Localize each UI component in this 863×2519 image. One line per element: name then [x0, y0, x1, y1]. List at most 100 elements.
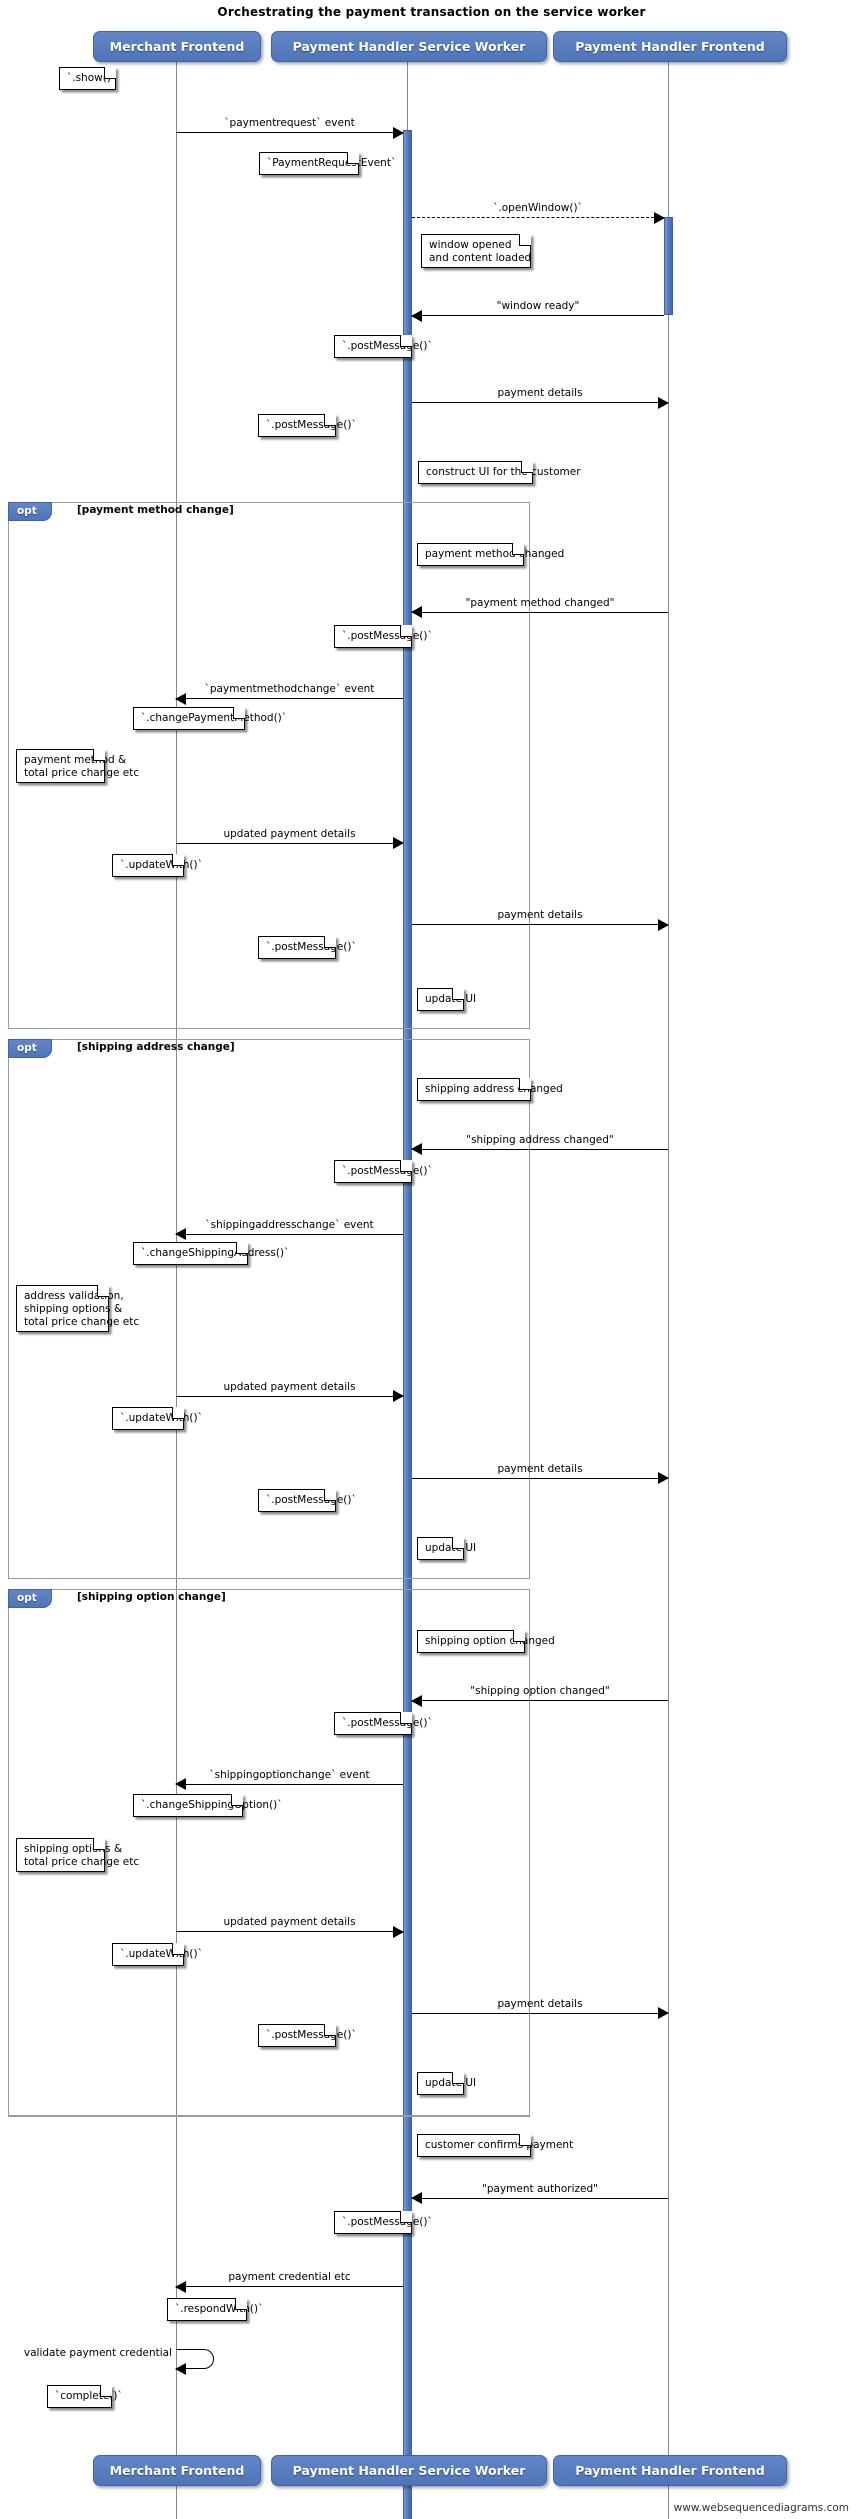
arrowhead-left-icon	[411, 606, 422, 619]
note-post-message-5: `.postMessage()`	[334, 1160, 433, 1184]
message-line	[412, 2012, 668, 2014]
message-label: updated payment details	[223, 1380, 356, 1393]
message-label: payment details	[497, 1997, 583, 2010]
message-paymentrequest-event[interactable]: `paymentrequest` event	[176, 117, 404, 139]
actor-header-payment-handler-frontend[interactable]: Payment Handler Frontend	[553, 31, 787, 62]
actor-footer-payment-handler-service-worker[interactable]: Payment Handler Service Worker	[271, 2455, 547, 2486]
message-paymentmethodchange-event[interactable]: `paymentmethodchange` event	[175, 683, 403, 705]
message-label: payment details	[497, 909, 583, 922]
diagram-title: Orchestrating the payment transaction on…	[217, 5, 646, 19]
message-line	[412, 402, 668, 404]
message-line	[176, 1233, 403, 1235]
message-payment-details-2[interactable]: payment details	[412, 1463, 669, 1485]
note-change-payment-method: `.changePaymentMethod()`	[133, 706, 287, 730]
watermark-link[interactable]: www.websequencediagrams.com	[673, 2502, 849, 2514]
arrowhead-left-icon	[411, 1694, 422, 1707]
note-payment-request-event: `PaymentRequestEvent`	[259, 151, 396, 175]
note-construct-ui: construct UI for the customer	[418, 461, 581, 485]
message-label: "window ready"	[496, 300, 580, 313]
message-label: validate payment credential	[23, 2346, 172, 2359]
note-post-message-3: `.postMessage()`	[334, 624, 433, 648]
message-label: `.openWindow()`	[493, 202, 583, 215]
note-update-with-2: `.updateWith()`	[112, 1407, 203, 1431]
message-label: "shipping option changed"	[470, 1685, 610, 1698]
arrowhead-right-icon	[658, 396, 669, 409]
arrowhead-left-icon	[411, 2192, 422, 2205]
note-update-ui-3: update UI	[417, 2071, 476, 2095]
arrowhead-left-icon	[175, 692, 186, 705]
message-line	[176, 1931, 403, 1933]
note-post-message-8: `.postMessage()`	[258, 2024, 357, 2048]
message-payment-credential[interactable]: payment credential etc	[175, 2271, 403, 2293]
actor-footer-payment-handler-frontend[interactable]: Payment Handler Frontend	[553, 2455, 787, 2486]
message-line	[412, 217, 664, 219]
message-label: payment details	[497, 1462, 583, 1475]
message-label: updated payment details	[223, 827, 356, 840]
fragment-opt-shipping-address-change: opt [shipping address change]	[8, 1038, 530, 1580]
note-post-message-4: `.postMessage()`	[258, 935, 357, 959]
message-line	[176, 132, 403, 133]
message-line	[412, 611, 668, 613]
message-payment-details-1[interactable]: payment details	[412, 909, 669, 931]
fragment-opt-payment-method-change: opt [payment method change]	[8, 502, 530, 1030]
message-line	[412, 1700, 668, 1702]
note-update-ui-1: update UI	[417, 988, 476, 1012]
arrowhead-right-icon	[654, 211, 665, 224]
note-customer-confirms-payment: customer confirms payment	[417, 2134, 573, 2158]
actor-header-merchant-frontend[interactable]: Merchant Frontend	[93, 31, 261, 62]
note-post-message-6: `.postMessage()`	[258, 1489, 357, 1513]
message-label: `paymentmethodchange` event	[204, 683, 375, 696]
note-shipping-options-total-price: shipping options & total price change et…	[16, 1837, 139, 1872]
message-updated-payment-details-2[interactable]: updated payment details	[176, 1381, 404, 1403]
arrowhead-right-icon	[393, 126, 404, 139]
message-line	[176, 2286, 403, 2288]
message-shippingoptionchange-event[interactable]: `shippingoptionchange` event	[175, 1769, 403, 1791]
message-window-ready[interactable]: "window ready"	[411, 300, 664, 322]
message-shippingaddresschange-event[interactable]: `shippingaddresschange` event	[175, 1219, 403, 1241]
note-update-with-1: `.updateWith()`	[112, 853, 203, 877]
message-open-window[interactable]: `.openWindow()`	[412, 202, 665, 224]
actor-header-payment-handler-service-worker[interactable]: Payment Handler Service Worker	[271, 31, 547, 62]
message-payment-authorized[interactable]: "payment authorized"	[411, 2183, 668, 2205]
note-update-with-3: `.updateWith()`	[112, 1942, 203, 1966]
message-payment-details-initial[interactable]: payment details	[412, 387, 669, 409]
note-post-message-7: `.postMessage()`	[334, 1711, 433, 1735]
note-post-message-9: `.postMessage()`	[334, 2211, 433, 2234]
message-label: `paymentrequest` event	[224, 117, 355, 129]
note-address-validation: address validation, shipping options & t…	[16, 1284, 139, 1332]
message-updated-payment-details-3[interactable]: updated payment details	[176, 1916, 404, 1938]
fragment-keyword: opt	[8, 1588, 52, 1608]
message-payment-details-3[interactable]: payment details	[412, 1998, 669, 2020]
arrowhead-right-icon	[393, 837, 404, 849]
self-message-loop	[176, 2348, 214, 2369]
message-label: "payment authorized"	[482, 2182, 598, 2195]
arrowhead-right-icon	[393, 1390, 404, 1403]
actor-footer-merchant-frontend[interactable]: Merchant Frontend	[93, 2455, 261, 2486]
message-updated-payment-details-1[interactable]: updated payment details	[176, 828, 404, 849]
message-validate-payment-credential[interactable]: validate payment credential	[24, 2347, 214, 2375]
fragment-condition: [payment method change]	[77, 504, 234, 516]
message-payment-method-changed[interactable]: "payment method changed"	[411, 597, 668, 619]
lifeline-merchant	[176, 60, 177, 2519]
note-update-ui-2: update UI	[417, 1536, 476, 1560]
message-label: payment credential etc	[228, 2271, 351, 2284]
fragment-condition: [shipping option change]	[77, 1590, 226, 1603]
arrowhead-left-icon	[175, 2280, 186, 2293]
message-shipping-address-changed[interactable]: "shipping address changed"	[411, 1134, 668, 1156]
note-post-message-1: `.postMessage()`	[334, 335, 433, 358]
fragment-keyword: opt	[8, 502, 52, 521]
message-label: "payment method changed"	[465, 596, 615, 609]
arrowhead-right-icon	[393, 1925, 404, 1938]
message-label: `shippingaddresschange` event	[205, 1218, 374, 1231]
message-label: `shippingoptionchange` event	[209, 1768, 370, 1781]
note-window-opened: window opened and content loaded	[421, 233, 531, 268]
message-label: "shipping address changed"	[466, 1133, 614, 1146]
arrowhead-left-icon	[175, 1228, 186, 1241]
note-change-shipping-option: `.changeShippingOption()`	[133, 1793, 283, 1817]
message-line	[176, 842, 403, 844]
activation-service-worker-main	[403, 130, 412, 2519]
message-shipping-option-changed[interactable]: "shipping option changed"	[411, 1685, 668, 1707]
message-line	[412, 1148, 668, 1150]
note-show: `.show()`	[59, 66, 116, 90]
